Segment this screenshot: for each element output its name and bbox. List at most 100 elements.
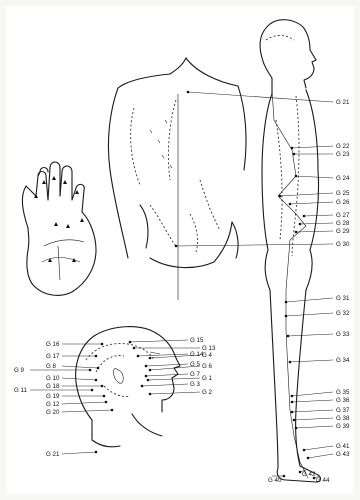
- leader-head-left-g-12-8: [62, 402, 106, 404]
- leader-g-33: [288, 334, 333, 336]
- label-g-25: G 25: [336, 190, 350, 197]
- label-head-g-20-9: G 20: [46, 409, 60, 416]
- label-head-g-21-10: G 21: [46, 451, 60, 458]
- hand-thumb-and-index: [22, 172, 48, 229]
- point-g-42: [299, 471, 302, 474]
- point-head-g-2: [149, 393, 152, 396]
- point-head-g-11-5: [91, 389, 94, 392]
- head-ear-loop-dashes: [96, 356, 124, 372]
- point-g-31: [285, 301, 288, 304]
- label-head-g-8-3: G 8: [46, 363, 57, 370]
- point-g-23: [293, 153, 296, 156]
- label-g-24: G 24: [336, 175, 350, 182]
- label-head-g-19-7: G 19: [46, 393, 60, 400]
- head-shoulder: [92, 440, 120, 447]
- point-head-g-7: [145, 375, 148, 378]
- leader-g-35: [292, 392, 333, 396]
- point-head-g-18-6: [101, 385, 104, 388]
- side-body-figure: [260, 20, 320, 482]
- point-g-41: [303, 449, 306, 452]
- label-g-31: G 31: [336, 295, 350, 302]
- label-head-g-5: G 5: [190, 361, 201, 368]
- point-head-g-16-0: [101, 343, 104, 346]
- point-head-g-17-1: [95, 355, 98, 358]
- point-head-g-3: [141, 385, 144, 388]
- label-g-43: G 43: [336, 451, 350, 458]
- leader-g-28: [300, 223, 333, 224]
- label-head-g-3: G 3: [190, 381, 201, 388]
- label-g-23: G 23: [336, 151, 350, 158]
- side-buttock: [265, 250, 270, 290]
- point-head-g-6: [149, 369, 152, 372]
- point-g-33: [287, 335, 290, 338]
- point-head-g-12-8: [105, 401, 108, 404]
- hand-little-finger: [72, 184, 84, 212]
- label-head-g-12-8: G 12: [46, 401, 60, 408]
- hand-palm-lines: [42, 240, 84, 280]
- point-g-25: [279, 195, 282, 198]
- back-left-shoulder-outline: [118, 58, 186, 88]
- side-front-hip: [306, 250, 312, 290]
- point-labels: G 21G 22G 23G 24G 25G 26G 27G 28G 29G 30…: [14, 99, 350, 484]
- label-g-40: G 40: [268, 477, 282, 484]
- head-jaw-neck: [132, 414, 162, 436]
- point-g-32: [285, 315, 288, 318]
- leader-g-41: [304, 446, 333, 450]
- label-head-g-13: G 13: [202, 345, 216, 352]
- label-head-g-1: G 1: [202, 375, 213, 382]
- leader-lines: [30, 91, 333, 480]
- leader-head-left-g-10-4: [62, 378, 96, 380]
- head-gb-scalp-dashes: [86, 344, 154, 360]
- point-head-g-5: [145, 365, 148, 368]
- label-g-22: G 22: [336, 143, 350, 150]
- label-head-g-11-5: G 11: [14, 387, 28, 394]
- label-head-g-9-2: G 9: [14, 367, 25, 374]
- head-face-profile: [76, 327, 180, 412]
- leader-g-32: [286, 313, 333, 316]
- back-hip-dashes-2: [190, 214, 198, 252]
- head-eye: [150, 352, 160, 354]
- label-head-g-2: G 2: [202, 389, 213, 396]
- point-g-39: [295, 427, 298, 430]
- label-g-32: G 32: [336, 310, 350, 317]
- hand-point-markers: [34, 176, 84, 262]
- label-g-28: G 28: [336, 220, 350, 227]
- label-g-33: G 33: [336, 331, 350, 338]
- back-neck-right-outline: [186, 58, 238, 86]
- label-head-g-7: G 7: [190, 371, 201, 378]
- leader-g-21: [188, 92, 333, 102]
- back-hip-right: [232, 222, 238, 258]
- point-g-30: [175, 245, 178, 248]
- hand-figure: [22, 162, 96, 295]
- point-g-28: [299, 223, 302, 226]
- label-g-29: G 29: [336, 228, 350, 235]
- side-leg-back: [270, 290, 278, 468]
- leader-head-left-g-21-10: [62, 452, 96, 454]
- label-g-41: G 41: [336, 443, 350, 450]
- hand-palm-outline: [27, 212, 96, 295]
- label-g-34: G 34: [336, 357, 350, 364]
- point-g-37: [291, 411, 294, 414]
- point-g-35: [291, 395, 294, 398]
- label-g-35: G 35: [336, 389, 350, 396]
- leader-head-left-g-8-3: [62, 366, 98, 368]
- back-stipple-marks: [150, 120, 172, 168]
- leader-g-43: [308, 454, 333, 458]
- leader-head-right-g-7: [146, 374, 188, 376]
- side-head-profile: [260, 20, 316, 88]
- point-head-g-21-10: [95, 451, 98, 454]
- hand-middle-finger: [48, 162, 60, 200]
- leader-head-right-g-3: [142, 384, 188, 386]
- point-g-22: [291, 147, 294, 150]
- point-g-21: [187, 91, 190, 94]
- point-g-38: [293, 419, 296, 422]
- back-right-side-outline: [238, 86, 246, 170]
- leader-head-right-g-1: [148, 378, 200, 380]
- point-head-g-1: [147, 379, 150, 382]
- point-head-g-13: [133, 347, 136, 350]
- back-torso-figure: [108, 58, 246, 300]
- leader-g-27: [304, 215, 333, 216]
- label-head-g-6: G 6: [202, 363, 213, 370]
- head-figure: [76, 327, 180, 447]
- back-gb-channel-dashes: [168, 100, 176, 180]
